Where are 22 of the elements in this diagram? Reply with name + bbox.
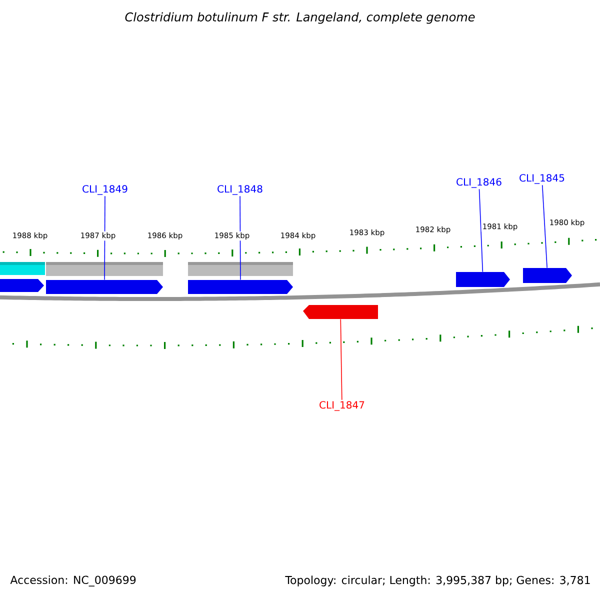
gene-feature — [0, 279, 44, 292]
gene-bar — [0, 262, 45, 275]
title: Clostridium botulinum F str. Langeland, complete genome — [125, 12, 475, 24]
gene-feature — [46, 280, 163, 294]
gene-bar — [188, 262, 293, 276]
accession-text: Accession: NC_009699 — [10, 576, 136, 586]
gene-label: CLI_1848 — [218, 185, 262, 195]
gene-label: CLI_1846 — [456, 178, 502, 188]
leader-line — [542, 184, 548, 268]
gene-bar — [46, 262, 163, 276]
gene-feature — [456, 272, 510, 287]
gene-feature — [303, 305, 378, 319]
gene-label: CLI_1847 — [320, 401, 364, 411]
leader-line — [478, 188, 484, 272]
genome-info-text: Topology: circular; Length: 3,995,387 bp; Genes: 3,781 — [285, 576, 590, 586]
gene-feature — [188, 280, 293, 294]
leader-line — [340, 318, 342, 400]
gene-label: CLI_1845 — [520, 174, 564, 184]
leader-line — [240, 196, 241, 280]
gene-label: CLI_1849 — [82, 185, 128, 195]
leader-line — [104, 196, 106, 280]
gene-feature — [523, 268, 572, 283]
